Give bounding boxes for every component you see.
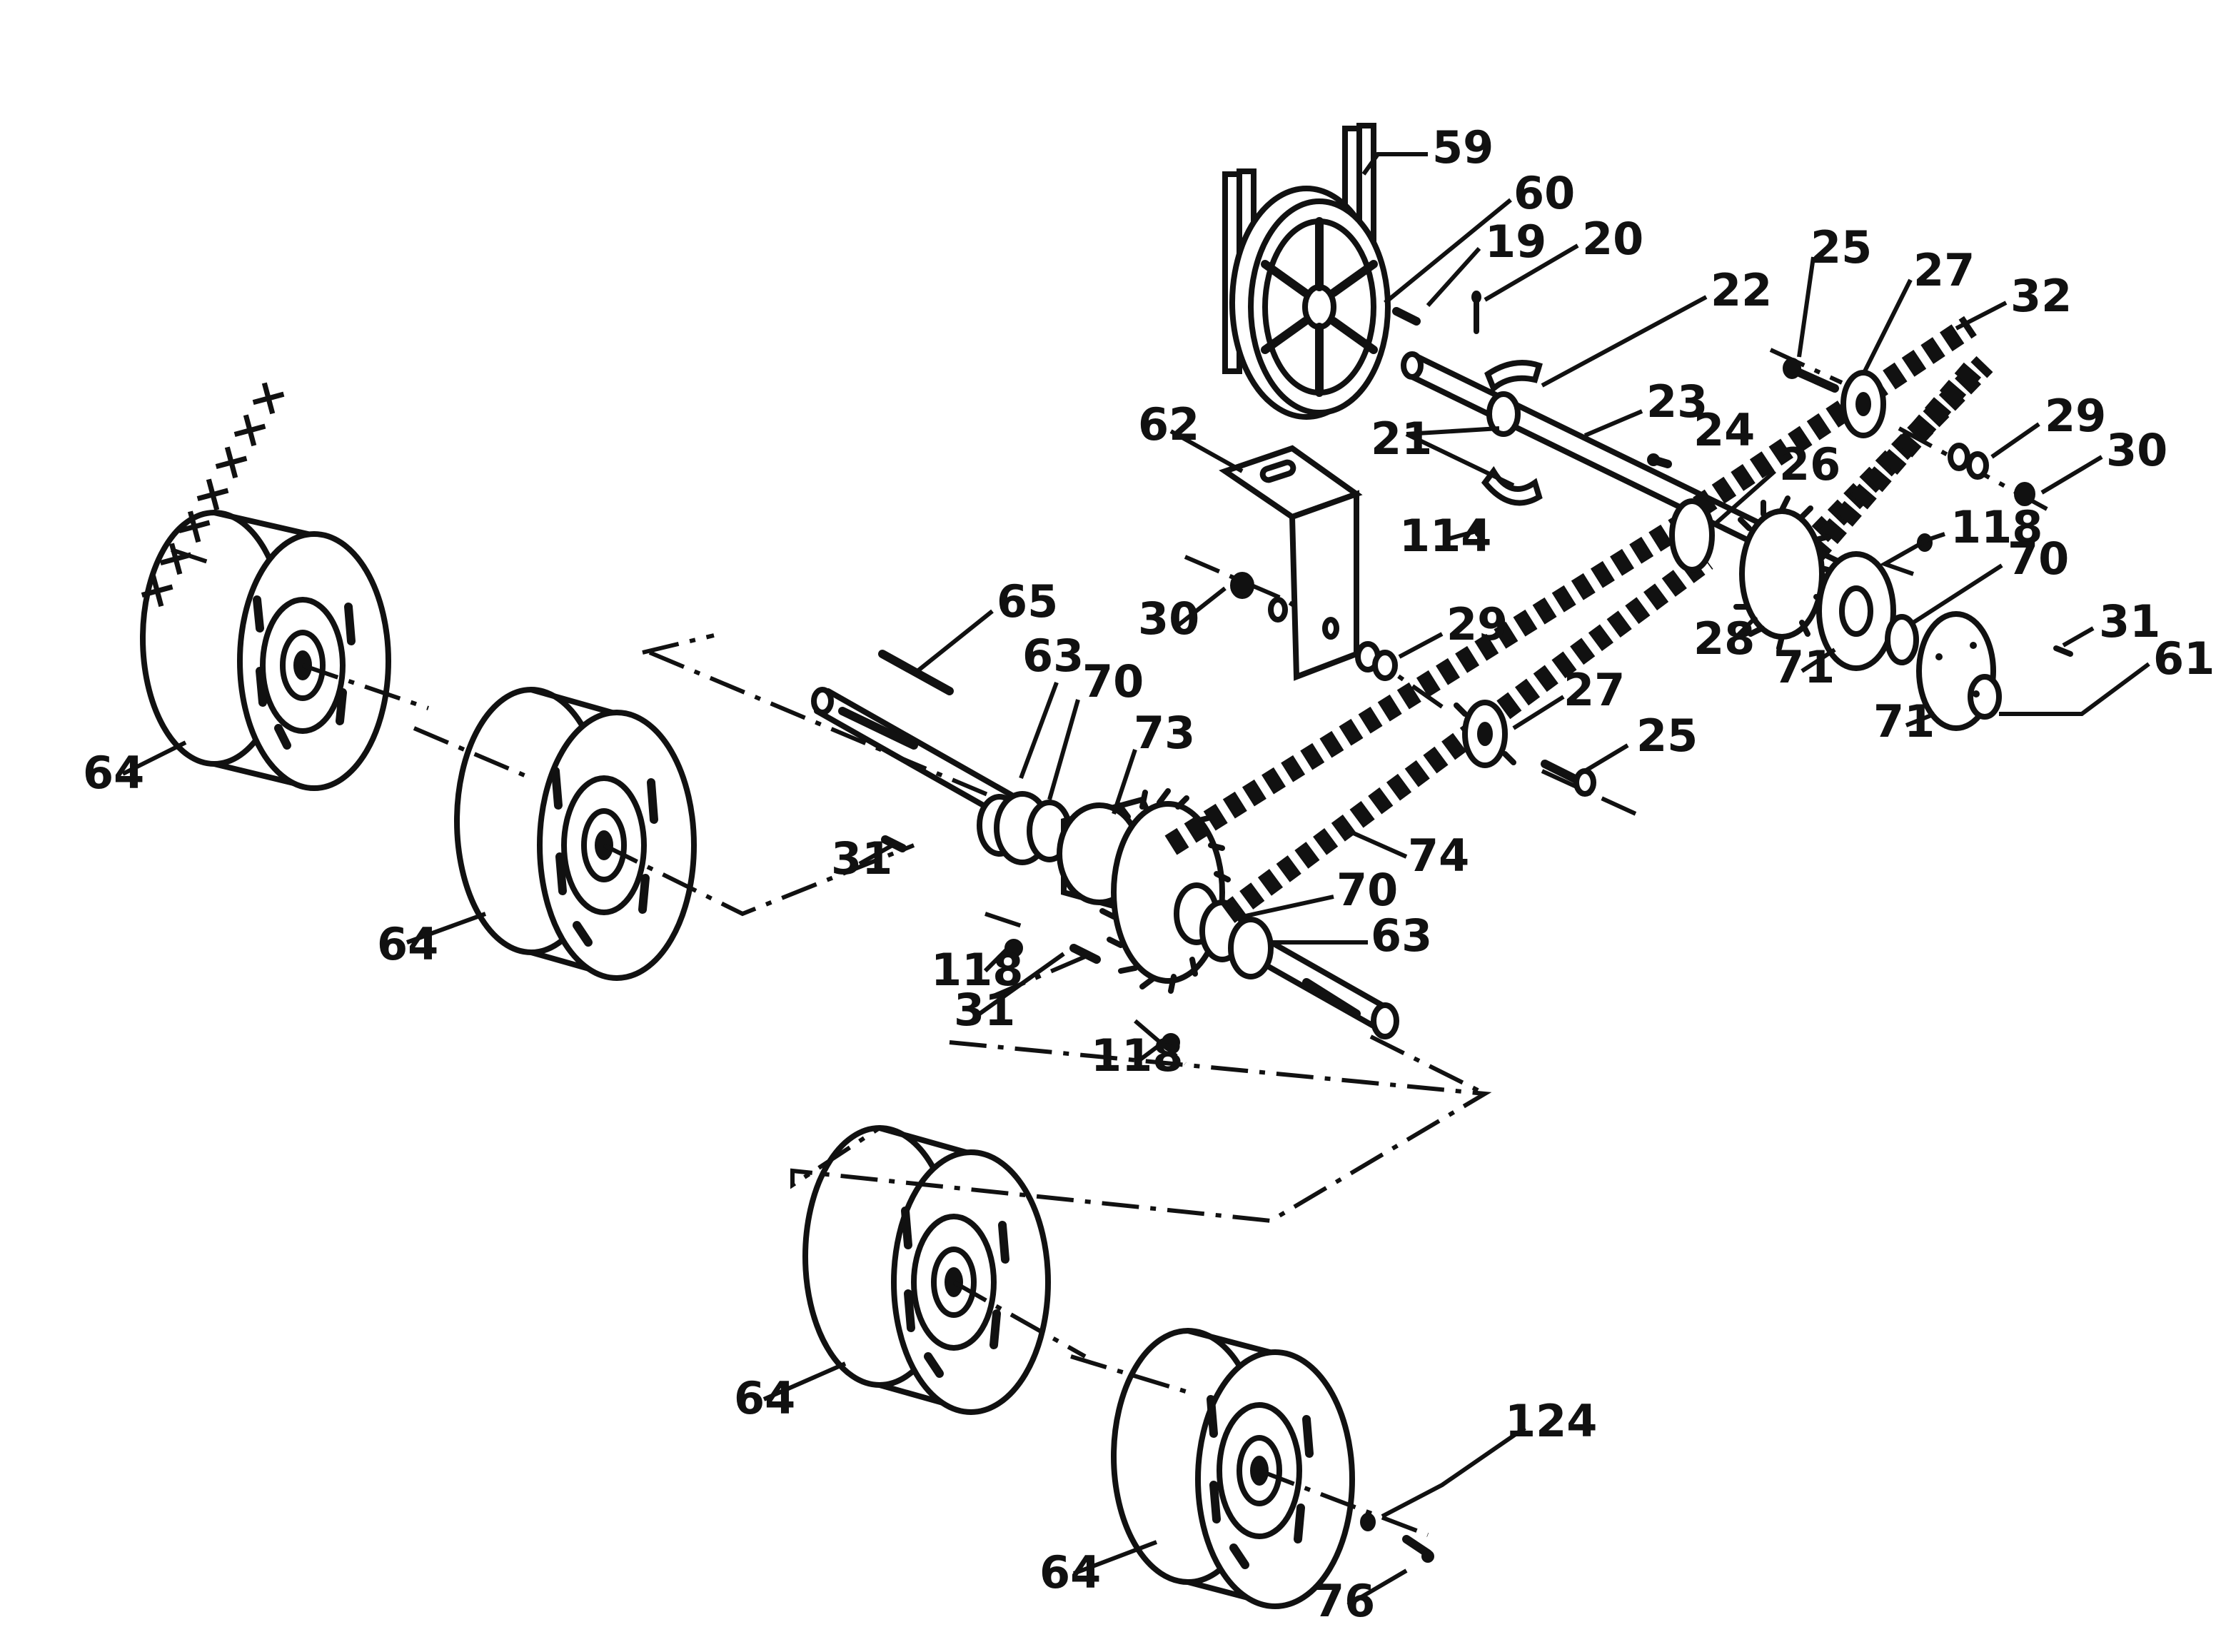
label-31-left-lower: 31 — [954, 984, 1015, 1036]
label-71-upper: 71 — [1773, 641, 1835, 693]
label-26: 26 — [1779, 438, 1840, 490]
label-124: 124 — [1505, 1395, 1597, 1447]
lower-sprocket-hardware — [1454, 700, 1596, 797]
label-32: 32 — [2010, 270, 2072, 322]
label-118-right: 118 — [1950, 501, 2043, 553]
wheel-64-lower-middle — [802, 1125, 1051, 1415]
label-70-center: 70 — [1336, 864, 1398, 916]
pulley-and-belt — [1222, 123, 1484, 538]
label-63-left: 63 — [1022, 630, 1084, 682]
label-25-lower: 25 — [1636, 710, 1698, 762]
wheel-64-upper-left: ××××××× — [124, 368, 391, 791]
label-118-center: 118 — [1091, 1029, 1183, 1082]
label-64-upper-left: 64 — [83, 747, 144, 799]
label-64-lower-middle: 64 — [734, 1372, 795, 1424]
jackshaft-assembly — [1401, 351, 2002, 731]
label-74: 74 — [1408, 830, 1469, 882]
label-61: 61 — [2153, 633, 2215, 685]
label-20: 20 — [1582, 213, 1643, 265]
label-65: 65 — [997, 575, 1058, 628]
label-64-bottom-right: 64 — [1039, 1546, 1101, 1598]
label-59: 59 — [1432, 121, 1494, 173]
label-19: 19 — [1485, 216, 1546, 268]
leader-lines — [121, 152, 2150, 1607]
label-31-right: 31 — [2099, 595, 2160, 648]
part-labels: 59 60 19 20 22 25 27 32 21 23 24 29 30 6… — [83, 121, 2215, 1627]
label-28: 28 — [1693, 613, 1755, 665]
rear-axle-assembly — [811, 687, 1399, 1039]
wheel-64-middle-left — [454, 687, 697, 981]
label-71-lower: 71 — [1873, 695, 1935, 747]
label-60: 60 — [1514, 167, 1575, 219]
label-30-left: 30 — [1138, 593, 1199, 645]
label-70-left: 70 — [1082, 655, 1144, 707]
wheel-64-bottom-right — [1111, 1328, 1355, 1609]
label-62: 62 — [1138, 398, 1199, 450]
label-25-top: 25 — [1811, 221, 1872, 273]
label-64-middle-left: 64 — [377, 918, 438, 970]
bracket-62 — [1219, 445, 1398, 681]
label-114: 114 — [1399, 510, 1491, 562]
label-29-left: 29 — [1446, 598, 1508, 650]
label-27-lower: 27 — [1563, 664, 1625, 716]
label-70-right: 70 — [2008, 533, 2069, 585]
label-63-center: 63 — [1371, 910, 1432, 962]
label-23: 23 — [1646, 376, 1708, 428]
label-76: 76 — [1314, 1575, 1375, 1627]
label-29-right: 29 — [2045, 390, 2106, 442]
label-21: 21 — [1371, 413, 1432, 465]
label-73: 73 — [1134, 707, 1195, 759]
label-24: 24 — [1693, 404, 1755, 456]
label-27-top: 27 — [1913, 244, 1975, 296]
label-22: 22 — [1711, 264, 1772, 316]
label-31-left-upper: 31 — [831, 832, 892, 885]
label-118-left-upper: 118 — [931, 944, 1023, 996]
upper-sprocket-hardware — [1647, 358, 2073, 657]
label-30-right: 30 — [2106, 424, 2167, 476]
